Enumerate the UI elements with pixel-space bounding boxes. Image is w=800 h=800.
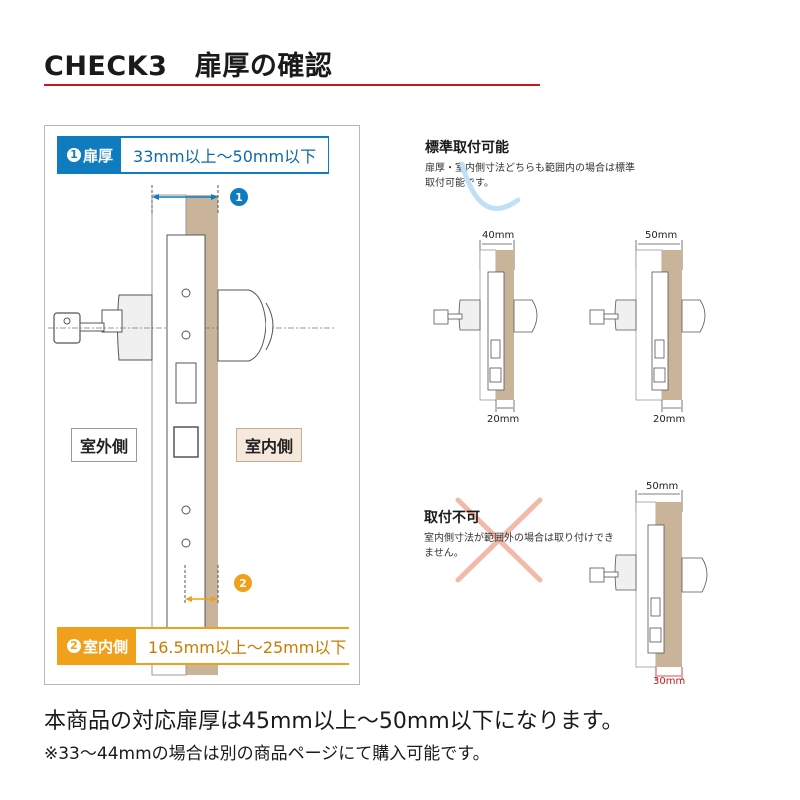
ok-diagrams: [433, 161, 706, 412]
spec-door-thickness-label: 扉厚: [83, 146, 114, 165]
spec-door-thickness-num: 1: [67, 148, 81, 162]
ok-ex2-inside-dim: 20mm: [653, 414, 686, 425]
ok-ex2-door-dim: 50mm: [645, 230, 678, 241]
spec-door-thickness-value: 33mm以上〜50mm以下: [121, 138, 329, 172]
ng-door-dim: 50mm: [646, 481, 679, 492]
spec-inside-tag: 2 室内側: [59, 629, 137, 663]
main-note: 本商品の対応扉厚は45mm以上〜50mm以下になります。: [44, 709, 624, 734]
lock-cross-section-diagram: 1 2: [48, 185, 334, 676]
ok-ex1-inside-dim: 20mm: [487, 414, 520, 425]
spec-inside-num: 2: [67, 639, 81, 653]
callout-1-text: 1: [235, 191, 243, 204]
page-title: CHECK3 扉厚の確認: [44, 51, 333, 82]
spec-door-thickness: 1 扉厚 33mm以上〜50mm以下: [57, 136, 329, 174]
spec-inside-label: 室内側: [83, 637, 129, 656]
sub-note: ※33〜44mmの場合は別の商品ページにて購入可能です。: [44, 744, 490, 764]
ng-inside-dim: 30mm: [653, 676, 686, 687]
outside-label: 室外側: [71, 428, 138, 462]
key-icon: [433, 309, 449, 325]
callout-2: [234, 574, 252, 592]
callout-1: [230, 188, 248, 206]
key-icon: [589, 309, 605, 325]
ok-ex1-door-dim: 40mm: [482, 230, 515, 241]
title-underline: [44, 84, 540, 86]
inside-label: 室内側: [236, 428, 303, 462]
spec-inside-value: 16.5mm以上〜25mm以下: [136, 629, 359, 663]
ok-section-desc: 扉厚・室内側寸法どちらも範囲内の場合は標準取付可能です。: [425, 163, 635, 189]
ng-diagram: [455, 490, 708, 680]
callout-2-text: 2: [239, 577, 247, 590]
key-icon: [589, 567, 605, 583]
spec-door-thickness-tag: 1 扉厚: [59, 138, 122, 172]
ng-section-title: 取付不可: [424, 510, 480, 526]
ok-section-title: 標準取付可能: [425, 140, 509, 156]
ng-section-desc: 室内側寸法が範囲外の場合は取り付けできません。: [424, 533, 614, 559]
spec-inside-dimension: 2 室内側 16.5mm以上〜25mm以下: [57, 627, 359, 665]
